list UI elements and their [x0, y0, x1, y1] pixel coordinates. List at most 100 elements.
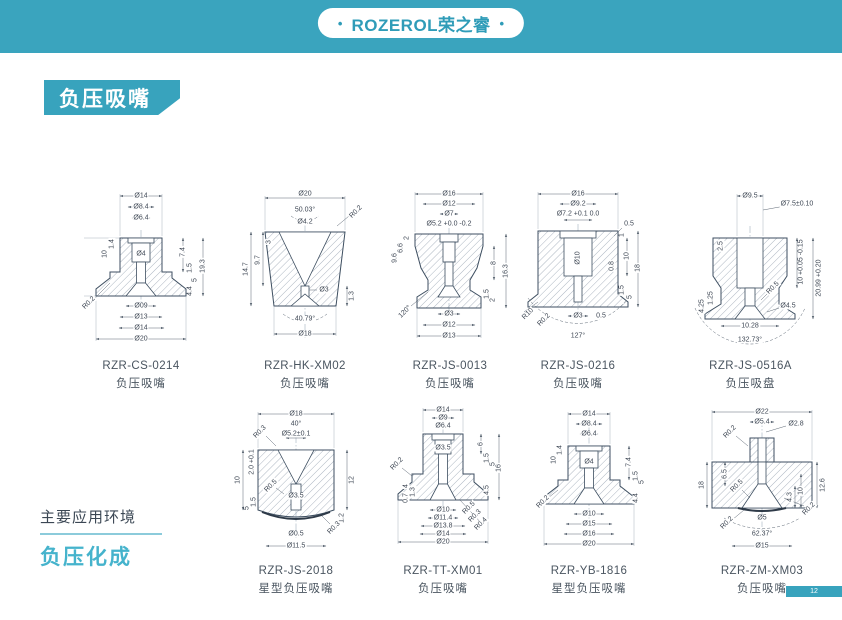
dim-label: Ø5 — [756, 514, 768, 522]
section-title: 负压吸嘴 — [59, 87, 151, 111]
dim-label: Ø13.8 — [432, 522, 454, 530]
technical-drawing — [241, 412, 349, 548]
dim-label: 0.8 — [608, 260, 616, 272]
dim-label: Ø18 — [297, 330, 313, 338]
dim-label: Ø16 — [581, 530, 597, 538]
dim-label: 127° — [569, 332, 587, 340]
dim-label: 0.5 — [595, 312, 607, 320]
dim-label: Ø6.4 — [434, 422, 452, 430]
product-type: 负压吸盘 — [725, 378, 776, 390]
dim-label: Ø15 — [581, 520, 597, 528]
dim-label: Ø0.5 — [287, 530, 305, 538]
dim-label: 16.3 — [502, 263, 510, 279]
dim-label: 19.3 — [199, 258, 207, 274]
dim-label: 10 — [101, 249, 109, 259]
dim-label: Ø11.4 — [432, 514, 454, 522]
dim-label: 1.5 — [618, 284, 626, 296]
dim-label: Ø7.5±0.10 — [779, 200, 815, 208]
model-number: RZR-ZM-XM03 — [720, 565, 804, 577]
dim-label: 1 — [618, 232, 626, 238]
dim-label: 12 — [348, 475, 356, 485]
model-number: RZR-JS-0013 — [412, 360, 488, 372]
dim-label: Ø22 — [754, 408, 770, 416]
dim-label: 4.5 — [483, 484, 491, 496]
dim-label: 5 — [626, 294, 634, 300]
dim-label: Ø6.4 — [132, 214, 150, 222]
dim-label: 1.3 — [348, 290, 356, 302]
dim-label: Ø10 — [581, 510, 597, 518]
figure-caption: RZR-JS-0216 负压吸嘴 — [508, 360, 648, 391]
dim-label: Ø14 — [435, 406, 451, 414]
dim-label: Ø2.8 — [787, 420, 805, 428]
figure-caption: RZR-CS-0214 负压吸嘴 — [76, 360, 206, 391]
section-title-banner: 负压吸嘴 — [44, 80, 180, 115]
dim-label: Ø14 — [133, 192, 149, 200]
application-environment-label: 主要应用环境 — [40, 509, 137, 526]
dim-label: Ø9.5 — [741, 192, 759, 200]
dim-label: Ø10 — [435, 506, 451, 514]
product-type: 星型负压吸嘴 — [551, 583, 627, 595]
dim-label: Ø13 — [441, 332, 457, 340]
dim-label: 1.3 — [409, 486, 417, 498]
dim-label: 1.5 — [186, 262, 194, 274]
dim-label: Ø15 — [754, 542, 770, 550]
dim-label: 5 — [638, 479, 646, 485]
figure-caption: RZR-JS-2018 星型负压吸嘴 — [226, 565, 366, 596]
dim-label: Ø14 — [581, 410, 597, 418]
brand-name: ROZEROL荣之睿 — [351, 15, 491, 35]
dim-label: Ø4 — [583, 458, 595, 466]
dim-label: 7.4 — [179, 246, 187, 258]
dim-label: Ø14 — [133, 324, 149, 332]
dim-label: Ø7.2 +0.1 0.0 — [555, 210, 601, 218]
dim-label: 4 — [402, 483, 410, 489]
figure-rzr-yb-1816: Ø14 Ø8.4 Ø6.4 1.4 10 Ø4 7.4 1.5 5 4.4 R0… — [518, 406, 660, 596]
figure-caption: RZR-YB-1816 星型负压吸嘴 — [518, 565, 660, 596]
figure-rzr-js-0013: Ø16 Ø12 Ø7 Ø5.2 +0.0 -0.2 2 6.6 9.6 8 16… — [385, 186, 515, 391]
dim-label: 40.79° — [293, 315, 317, 323]
dim-label: Ø3 — [572, 312, 584, 320]
model-number: RZR-CS-0214 — [102, 360, 180, 372]
dim-label: Ø14 — [435, 530, 451, 538]
dim-label: 1.25 — [707, 290, 715, 306]
dim-label: Ø20 — [435, 538, 451, 546]
dim-label: Ø8.4 — [132, 203, 150, 211]
dim-label: 50.03° — [293, 206, 317, 214]
dim-label: 5 — [191, 277, 199, 283]
dim-label: Ø7 — [443, 210, 455, 218]
dim-label: 10 — [797, 486, 805, 496]
dim-label: 2 — [403, 235, 411, 241]
dim-label: 20.99 +0.20 — [815, 258, 823, 298]
dim-label: Ø20 — [297, 190, 313, 198]
dim-label: 3 — [265, 239, 273, 245]
dim-label: Ø4.2 — [296, 218, 314, 226]
figure-rzr-js-0516a: Ø9.5 Ø7.5±0.10 2.5 1.25 4.25 10 +0.05 -0… — [673, 186, 828, 391]
dim-label: 4.4 — [632, 492, 640, 504]
model-number: RZR-JS-0516A — [709, 360, 792, 372]
dim-label: 18 — [634, 263, 642, 273]
dim-label: 2 — [489, 297, 497, 303]
dim-label: 10.28 — [740, 322, 760, 330]
dim-label: 4.25 — [698, 298, 706, 314]
product-type: 负压吸嘴 — [116, 378, 166, 390]
dim-label: 2.5 — [717, 240, 725, 252]
figure-caption: RZR-TT-XM01 负压吸嘴 — [376, 565, 510, 596]
figure-rzr-js-0216: Ø16 Ø9.2 Ø7.2 +0.1 0.0 0.5 1 10 0.8 18 1… — [508, 186, 648, 391]
dim-label: 10 +0.05 -0.15 — [797, 238, 805, 286]
dim-label: Ø20 — [581, 540, 597, 548]
model-number: RZR-TT-XM01 — [403, 565, 483, 577]
dim-label: Ø16 — [441, 190, 457, 198]
product-type: 负压吸嘴 — [553, 378, 603, 390]
figure-rzr-tt-xm01: Ø14 Ø9 Ø6.4 Ø3.5 4 1.3 0.7 R0.2 6 1.5 5 … — [376, 406, 510, 596]
dim-label: 12.6 — [819, 477, 827, 493]
figure-rzr-js-2018: Ø18 40° Ø5.2±0.1 R0.3 10 2.0 +0.1 1.5 5 … — [226, 406, 366, 596]
dim-label: Ø16 — [570, 190, 586, 198]
dim-label: Ø3.5 — [434, 444, 452, 452]
dim-label: 5 — [243, 505, 251, 511]
model-number: RZR-YB-1816 — [550, 565, 628, 577]
brand-pill: • ROZEROL荣之睿 • — [317, 8, 525, 38]
dim-label: Ø3 — [318, 286, 330, 294]
model-number: RZR-JS-2018 — [258, 565, 334, 577]
dim-label: Ø4 — [135, 250, 147, 258]
product-type: 负压吸嘴 — [737, 583, 787, 595]
dim-label: Ø18 — [288, 410, 304, 418]
